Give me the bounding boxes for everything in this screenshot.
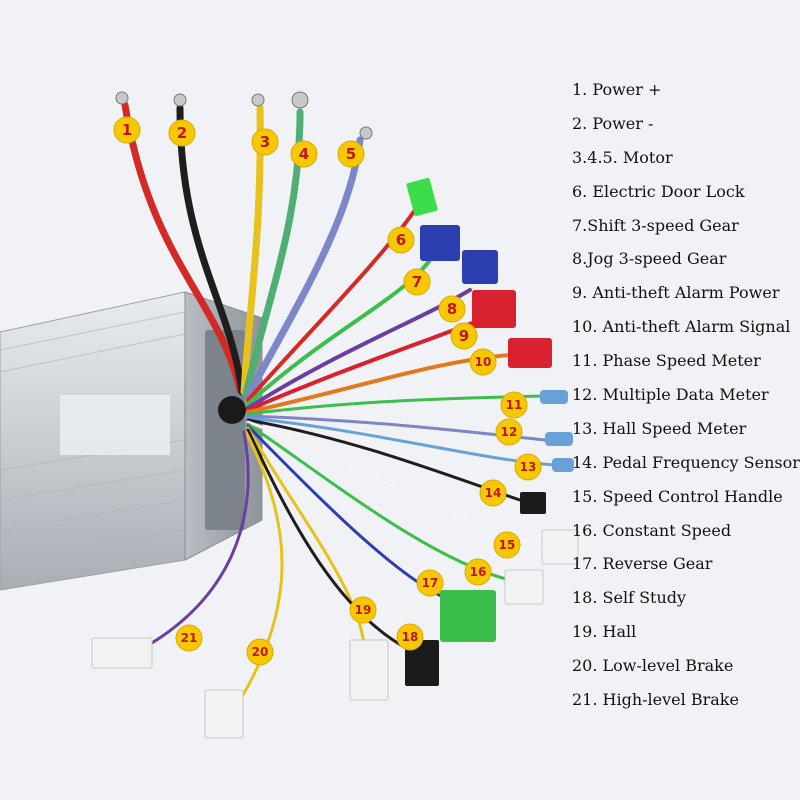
badge-1: 1: [113, 116, 141, 144]
badge-8: 8: [438, 295, 466, 323]
badge-number: 5: [346, 145, 356, 163]
badge-4: 4: [290, 140, 318, 168]
badge-circle: [464, 558, 492, 586]
badge-19: 19: [349, 596, 377, 624]
badge-10: 10: [469, 348, 497, 376]
badge-9: 9: [450, 322, 478, 350]
badge-number: 8: [447, 300, 457, 318]
badge-number: 10: [475, 355, 492, 369]
badge-5: 5: [337, 140, 365, 168]
badge-3: 3: [251, 128, 279, 156]
badge-circle: [251, 128, 279, 156]
ring-terminals: [115, 91, 373, 140]
badge-number: 17: [422, 576, 439, 590]
badge-number: 11: [506, 398, 523, 412]
badge-number: 18: [402, 630, 419, 644]
badge-number: 3: [260, 133, 270, 151]
badge-12: 12: [495, 418, 523, 446]
badge-16: 16: [464, 558, 492, 586]
legend-item: 10. Anti-theft Alarm Signal: [572, 317, 791, 337]
badge-7: 7: [403, 268, 431, 296]
badge-number: 15: [499, 538, 516, 552]
badge-number: 14: [485, 486, 502, 500]
badge-number: 12: [501, 425, 518, 439]
wire-1-red: [121, 101, 244, 394]
badge-number: 16: [470, 565, 487, 579]
legend-item: 1. Power +: [572, 80, 662, 99]
badge-circle: [113, 116, 141, 144]
badge-number: 21: [181, 631, 198, 645]
badge-circle: [387, 226, 415, 254]
legend-item: 19. Hall: [572, 622, 637, 642]
legend-item: 21. High-level Brake: [572, 690, 739, 710]
badge-circle: [416, 569, 444, 597]
legend-item: 3.4.5. Motor: [572, 147, 673, 167]
badge-circle: [175, 624, 203, 652]
wire-2-black: [176, 104, 246, 396]
badge-11: 11: [500, 391, 528, 419]
controller-housing: [0, 291, 263, 591]
legend-item: 17. Reverse Gear: [572, 554, 713, 574]
badge-number: 9: [459, 327, 469, 345]
badge-circle: [479, 479, 507, 507]
badge-circle: [403, 268, 431, 296]
badge-number: 7: [412, 273, 422, 291]
badge-circle: [500, 391, 528, 419]
badge-circle: [438, 295, 466, 323]
badge-17: 17: [416, 569, 444, 597]
connectors: [91, 177, 579, 739]
legend-item: 13. Hall Speed Meter: [572, 418, 747, 438]
badge-circle: [337, 140, 365, 168]
badge-circle: [493, 531, 521, 559]
badge-circle: [495, 418, 523, 446]
badge-18: 18: [396, 623, 424, 651]
badge-number: 4: [299, 145, 309, 163]
badge-circle: [168, 119, 196, 147]
legend-item: 20. Low-level Brake: [572, 656, 734, 676]
badge-6: 6: [387, 226, 415, 254]
badge-circle: [469, 348, 497, 376]
legend-item: 9. Anti-theft Alarm Power: [572, 283, 780, 303]
badge-circle: [396, 623, 424, 651]
badge-number: 2: [177, 124, 187, 142]
legend-item: 14. Pedal Frequency Sensor: [572, 452, 800, 472]
badge-number: 19: [355, 603, 372, 617]
wire-function-legend: 1. Power + 2. Power - 3.4.5. Motor 6. Elect…: [572, 78, 800, 722]
badge-circle: [450, 322, 478, 350]
badge-21: 21: [175, 624, 203, 652]
badge-circle: [290, 140, 318, 168]
badge-15: 15: [493, 531, 521, 559]
badge-number: 1: [122, 121, 132, 139]
legend-item: 11. Phase Speed Meter: [572, 351, 761, 371]
badge-20: 20: [246, 638, 274, 666]
badge-circle: [246, 638, 274, 666]
legend-item: 15. Speed Control Handle: [572, 486, 783, 506]
badge-2: 2: [168, 119, 196, 147]
legend-item: 16. Constant Speed: [572, 520, 732, 540]
badge-number: 20: [252, 645, 269, 659]
legend-item: 18. Self Study: [572, 588, 687, 608]
legend-item: 7.Shift 3-speed Gear: [572, 215, 739, 235]
badge-14: 14: [479, 479, 507, 507]
badge-number: 13: [520, 460, 537, 474]
legend-item: 12. Multiple Data Meter: [572, 385, 769, 405]
legend-item: 8.Jog 3-speed Gear: [572, 249, 727, 269]
badge-circle: [349, 596, 377, 624]
wire-5-blue: [244, 136, 364, 400]
legend-item: 2. Power -: [572, 113, 654, 133]
badge-13: 13: [514, 453, 542, 481]
badge-number: 6: [396, 231, 406, 249]
badge-circle: [514, 453, 542, 481]
legend-item: 6. Electric Door Lock: [572, 181, 745, 201]
